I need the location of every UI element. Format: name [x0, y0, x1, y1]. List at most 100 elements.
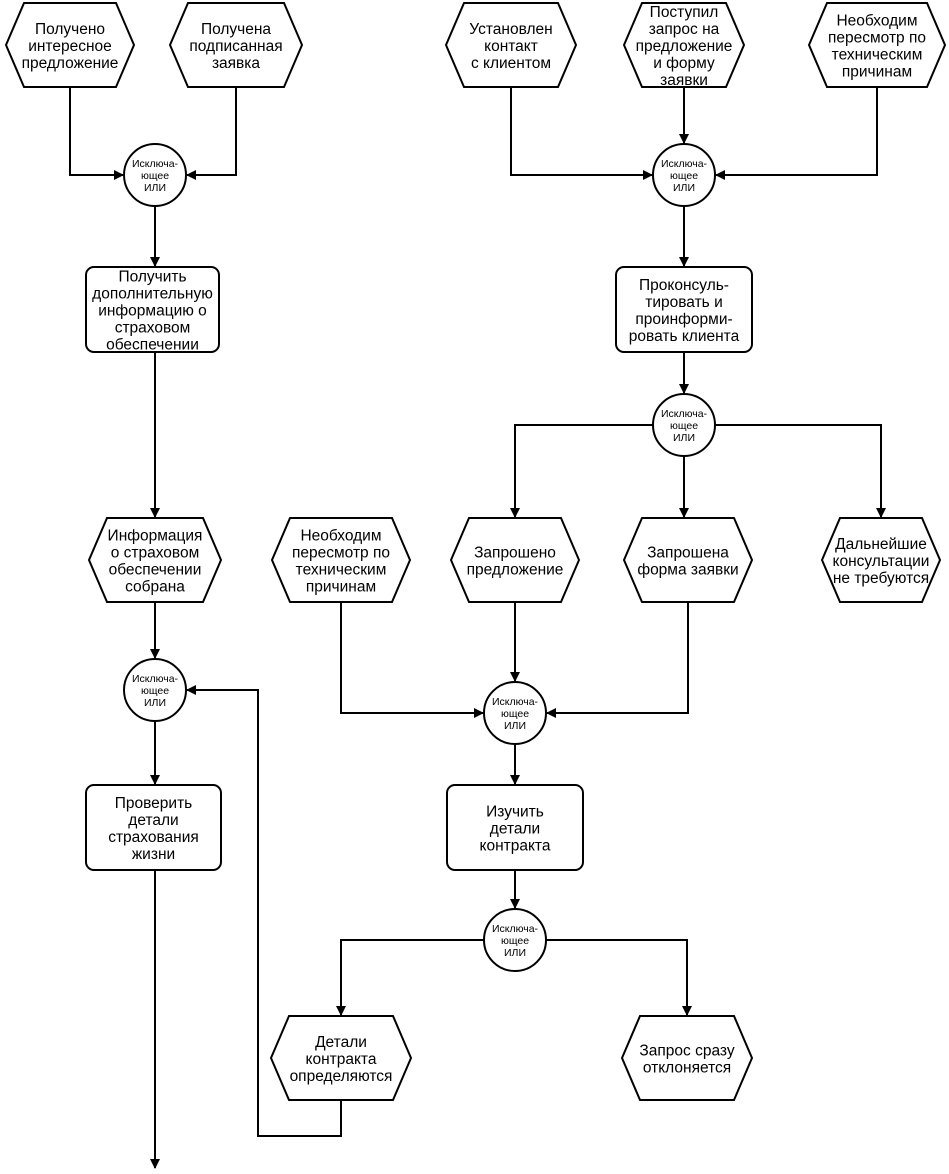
event-e7-label-line: причинам [306, 578, 376, 595]
event-e6-label-line: Информация [108, 527, 203, 544]
event-e8-label-line: предложение [467, 561, 564, 578]
event-hexagon [622, 517, 754, 603]
xor-operator-x2-label-line: ющее [670, 170, 698, 182]
event-hexagon [449, 517, 581, 603]
xor-operator-x4-label-line: ющее [141, 685, 169, 697]
event-e6-label-line: собрана [125, 578, 185, 595]
function-f1-label-line: Получить [118, 268, 186, 285]
event-hexagon [807, 1, 947, 88]
function-f3-label-line: детали [128, 812, 178, 829]
event-e3-label-line: с клиентом [471, 55, 551, 72]
function-box [446, 784, 584, 871]
xor-circle [123, 143, 187, 207]
event-e10-label-line: консультации [833, 553, 930, 570]
function-f1-label-line: дополнительную [92, 285, 213, 302]
xor-operator-x3-label-line: ющее [670, 420, 698, 432]
event-e7-label-line: пересмотр по [292, 544, 390, 561]
event-hexagon [87, 517, 223, 603]
xor-operator-x2-label-line: Исключа- [661, 158, 708, 170]
event-e4-label-line: предложение [636, 38, 733, 55]
event-e5-label-line: пересмотр по [828, 29, 926, 46]
event-e10-label-line: Дальнейшие [835, 536, 927, 553]
event-e5-label-line: причинам [842, 63, 912, 80]
event-e7-label-line: Необходим [300, 527, 381, 544]
xor-circle [652, 143, 716, 207]
event-e11-label-line: контракта [306, 1051, 377, 1068]
function-f4-label-line: Изучить [486, 803, 544, 820]
event-e3-label-line: контакт [484, 38, 538, 55]
event-hexagon [4, 1, 136, 88]
xor-operator-x5-label-line: ИЛИ [504, 720, 526, 732]
event-e5-label-line: техническим [832, 46, 923, 63]
function-f3-label-line: страхования [108, 829, 199, 846]
xor-operator-x5-label-line: Исключа- [492, 696, 539, 708]
flow-connector [510, 424, 653, 518]
event-hexagon [620, 1015, 754, 1101]
flow-connector [336, 939, 484, 1016]
event-e1-label-line: Получено [35, 21, 105, 38]
event-e1-label-line: предложение [22, 55, 119, 72]
event-e11-label-line: Детали [315, 1034, 367, 1051]
xor-operator-x1-label-line: ИЛИ [144, 182, 166, 194]
flow-connector [340, 602, 484, 718]
xor-operator-x1-label-line: Исключа- [132, 158, 179, 170]
event-e12-label-line: отклоняется [643, 1059, 731, 1076]
xor-operator-x6-label-line: ющее [501, 935, 529, 947]
function-f1-label-line: информацию о [98, 302, 207, 319]
xor-operator-x4-label-line: ИЛИ [144, 697, 166, 709]
event-e4-label-line: Поступил [650, 4, 719, 21]
event-e4-label-line: запрос на [649, 21, 720, 38]
flow-connector [546, 602, 689, 718]
event-e2-label-line: заявка [212, 55, 260, 72]
event-e12-label-line: Запрос сразу [639, 1042, 734, 1059]
flow-connector [715, 87, 878, 180]
xor-operator-x4-label-line: Исключа- [132, 673, 179, 685]
event-e9-label-line: форма заявки [637, 561, 738, 578]
event-e3-label-line: Установлен [469, 21, 552, 38]
event-e5-label-line: Необходим [836, 12, 917, 29]
flow-connector [186, 87, 237, 180]
xor-circle [483, 681, 547, 745]
function-box [615, 266, 753, 353]
event-e9-label-line: Запрошена [647, 544, 729, 561]
event-hexagon [820, 517, 942, 603]
function-f2-label-line: тировать и [645, 294, 722, 311]
function-f2-label-line: ровать клиента [629, 328, 740, 345]
xor-operator-x2-label-line: ИЛИ [673, 182, 695, 194]
event-e4-label-line: и форму [653, 55, 715, 72]
event-hexagon [622, 1, 746, 88]
